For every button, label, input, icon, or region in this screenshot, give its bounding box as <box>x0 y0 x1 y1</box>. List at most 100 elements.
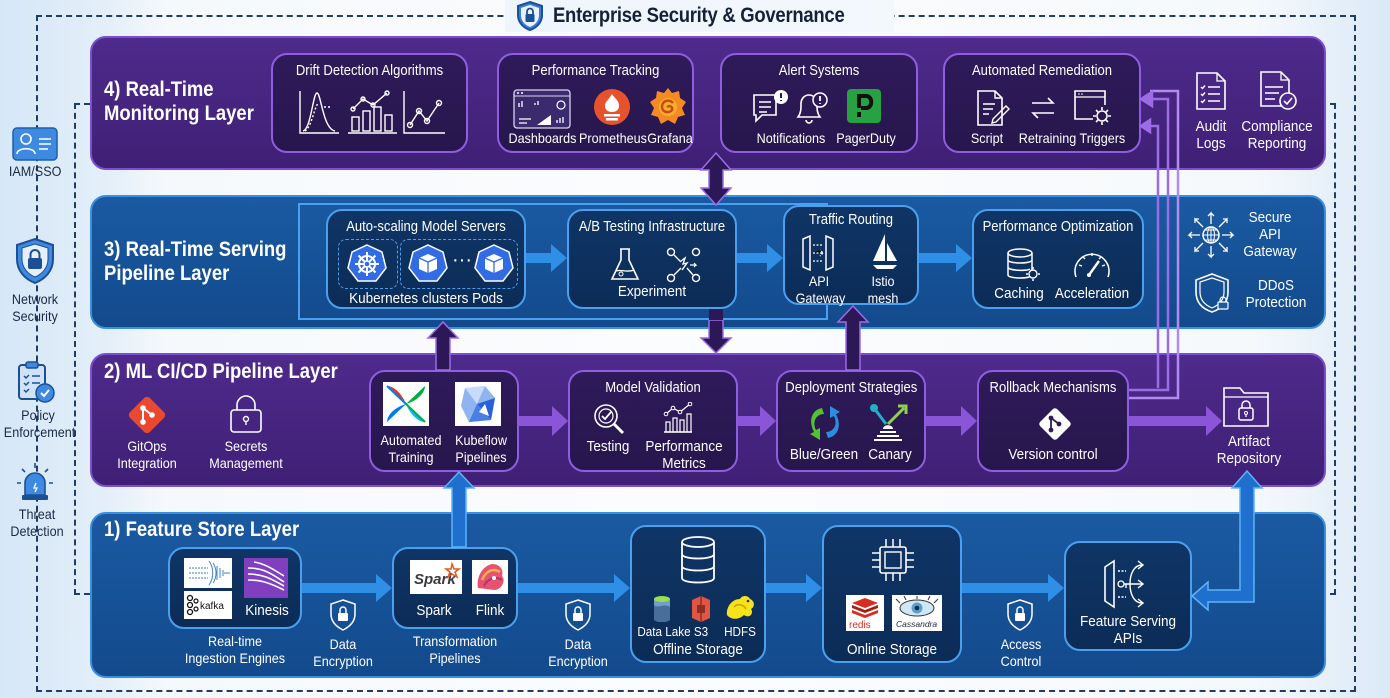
title-line: 4) Real-Time <box>104 78 214 101</box>
autoscaling-model-servers-box[interactable]: Auto-scaling Model Servers ··· Kubernete… <box>326 209 526 309</box>
box-title: Automated Remediation <box>971 63 1113 79</box>
model-validation-box[interactable]: Model Validation Testing Performance Met… <box>568 370 738 472</box>
ingestion-engines-box[interactable]: kafka Kinesis <box>168 547 302 629</box>
box-title: Performance Tracking <box>531 63 660 79</box>
label-line: Control <box>1000 653 1042 669</box>
label-line: Encryption <box>548 653 608 669</box>
pod-icon <box>408 244 448 284</box>
retrain-swap-icon <box>1029 95 1057 121</box>
item-label: Prometheus <box>579 130 647 146</box>
label-line: Transformation <box>412 633 498 649</box>
secure-api-gateway-icon <box>1186 210 1236 260</box>
flink-logo <box>472 560 508 594</box>
title-line: 3) Real-Time Serving <box>104 238 287 261</box>
item-label: PagerDuty <box>836 130 896 146</box>
feature-serving-apis-box[interactable]: Feature Serving APIs <box>1064 541 1192 651</box>
label-line: Real-time <box>208 633 262 649</box>
kafka-logo: kafka <box>184 591 232 619</box>
label-line: Feature Serving <box>1079 613 1177 630</box>
box-title: Performance Optimization <box>982 219 1134 235</box>
cassandra-logo: Cassandra <box>892 595 942 631</box>
notification-icon <box>752 89 790 125</box>
experiment-network-icon <box>666 247 702 283</box>
spark-logo: Spark <box>410 560 462 594</box>
box-title: A/B Testing Infrastructure <box>578 219 726 235</box>
kubernetes-icon <box>347 244 387 284</box>
item-label: Testing <box>586 438 630 455</box>
box-footer: Version control <box>1008 446 1098 463</box>
testing-magnifier-icon <box>592 402 626 436</box>
label-line: Network <box>11 291 59 307</box>
item-label: Retraining Triggers <box>1018 130 1126 146</box>
label-line: Policy <box>21 407 55 423</box>
canary-icon <box>868 402 910 444</box>
item-label: Grafana <box>647 130 693 146</box>
performance-optimization-box[interactable]: Performance Optimization Caching Acceler… <box>972 209 1144 309</box>
dashboard-icon <box>513 89 571 129</box>
label-line: Threat <box>18 506 56 522</box>
grafana-icon <box>649 86 687 126</box>
box-footer: Experiment <box>617 283 687 300</box>
data-encryption-label: Data Encryption <box>547 636 608 670</box>
box-title: Deployment Strategies <box>785 380 918 396</box>
rollback-mechanisms-box[interactable]: Rollback Mechanisms Version control <box>977 370 1129 472</box>
label-line: API <box>808 273 830 289</box>
item-label: Kubeflow Pipelines <box>447 432 515 466</box>
label-line: Secrets <box>224 438 268 454</box>
box-title: Auto-scaling Model Servers <box>346 219 506 235</box>
alert-systems-box[interactable]: Alert Systems Notifications PagerDuty <box>720 53 918 153</box>
label-line: Performance <box>645 438 723 455</box>
box-title: Model Validation <box>605 380 701 396</box>
label-line: Integration <box>117 455 177 471</box>
label-line: API <box>1259 226 1281 243</box>
feature-store-layer-title: 1) Feature Store Layer <box>104 518 300 541</box>
label-line: Management <box>209 455 283 471</box>
label-line: Encryption <box>313 653 373 669</box>
secrets-lock-icon <box>228 394 264 434</box>
deployment-strategies-box[interactable]: Deployment Strategies Blue/Green Canary <box>776 370 926 472</box>
transformation-pipelines-box[interactable]: Spark Spark Flink <box>392 547 518 629</box>
access-control-label: Access Control <box>995 636 1047 670</box>
box-footer: Kubernetes clusters Pods <box>349 290 503 307</box>
artifact-folder-lock-icon <box>1222 384 1272 428</box>
label-line: Logs <box>1196 135 1226 152</box>
data-encryption-label: Data Encryption <box>313 636 373 670</box>
item-label: Performance Metrics <box>637 438 731 472</box>
drift-detection-box[interactable]: Drift Detection Algorithms <box>271 53 468 153</box>
label-line: Ingestion Engines <box>184 650 286 666</box>
label-line: Automated <box>380 432 442 448</box>
threat-alarm-icon <box>14 461 56 501</box>
item-label: Caching <box>994 285 1044 302</box>
encryption-shield-icon <box>564 598 592 632</box>
label-line: Secure <box>1248 209 1292 226</box>
item-label: Canary <box>868 446 912 463</box>
pods-group <box>400 239 518 289</box>
kinesis-logo <box>244 558 288 598</box>
traffic-routing-box[interactable]: Traffic Routing API Gateway Istio mesh <box>783 205 919 307</box>
ab-testing-box[interactable]: A/B Testing Infrastructure Experiment <box>567 209 737 309</box>
label-line: Detection <box>10 523 64 539</box>
blue-green-cycle-icon <box>804 404 846 442</box>
offline-storage-box[interactable]: Data Lake S3 HDFS Offline Storage <box>630 525 766 663</box>
performance-tracking-box[interactable]: Performance Tracking Dashboards Promethe… <box>497 53 694 153</box>
data-lake-icon <box>652 595 672 623</box>
label-line: Data <box>329 636 357 652</box>
automated-remediation-box[interactable]: Automated Remediation Script Retraining … <box>943 53 1141 153</box>
item-label: Istio mesh <box>860 273 907 307</box>
item-label: Notifications <box>756 130 826 146</box>
encryption-shield-icon <box>329 598 357 632</box>
iam-badge-icon <box>12 127 58 161</box>
label-line: Kubeflow <box>455 432 507 448</box>
sidebar-label-policy: Policy Enforcement <box>3 407 76 441</box>
label-line: Repository <box>1216 450 1282 467</box>
monitoring-layer-title: 4) Real-Time Monitoring Layer <box>104 78 254 126</box>
secrets-management-label: Secrets Management <box>205 438 288 472</box>
label-line: Enforcement <box>3 424 76 440</box>
automated-training-box[interactable]: Automated Training Kubeflow Pipelines <box>369 370 519 472</box>
drift-charts-icon <box>297 89 447 135</box>
secure-api-gateway-label: Secure API Gateway <box>1243 209 1297 260</box>
label-line: Istio <box>871 273 895 289</box>
label-line: Pipelines <box>429 650 481 666</box>
online-storage-box[interactable]: redis Cassandra Online Storage <box>822 525 962 663</box>
label-line: Gateway <box>1243 243 1297 260</box>
